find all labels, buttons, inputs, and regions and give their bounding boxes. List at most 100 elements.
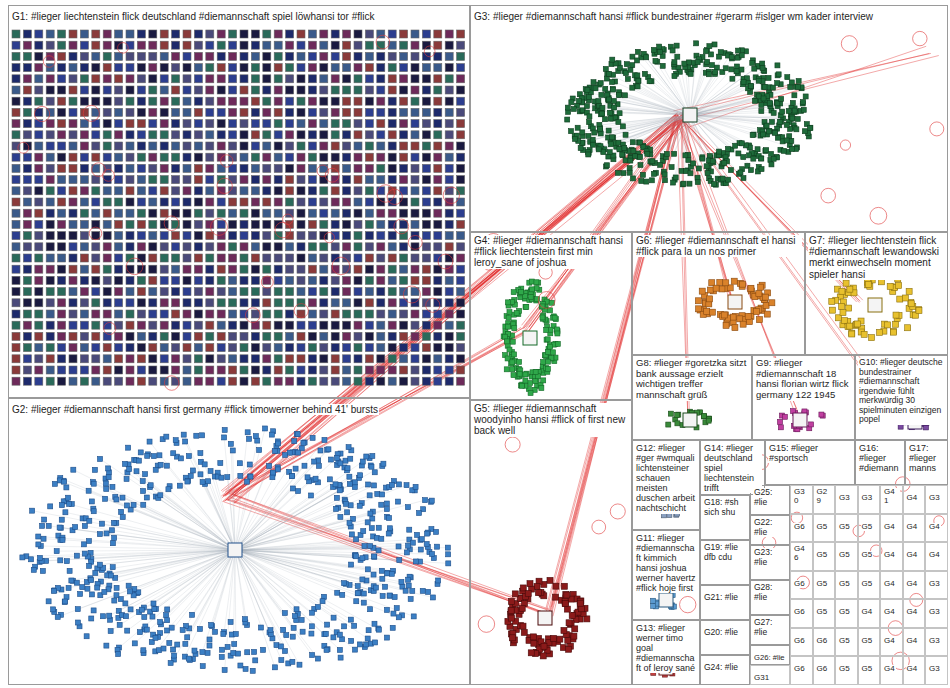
vertex-icon	[137, 64, 145, 72]
vertex-icon	[331, 332, 339, 340]
vertex-icon	[12, 153, 20, 161]
edge-line	[235, 550, 299, 665]
vertex-icon	[434, 243, 442, 251]
vertex-icon	[229, 142, 237, 150]
vertex-icon	[86, 539, 91, 544]
vertex-icon	[320, 299, 328, 307]
vertex-icon	[35, 321, 43, 329]
vertex-icon	[263, 355, 271, 363]
vertex-icon	[35, 209, 43, 217]
vertex-icon	[229, 243, 237, 251]
vertex-icon	[365, 75, 373, 83]
vertex-icon	[137, 220, 145, 228]
vertex-icon	[365, 366, 373, 374]
vertex-icon	[206, 344, 214, 352]
vertex-icon	[320, 344, 328, 352]
vertex-icon	[137, 187, 145, 195]
vertex-icon	[115, 209, 123, 217]
vertex-icon	[126, 288, 134, 296]
vertex-icon	[229, 52, 237, 60]
vertex-icon	[103, 52, 111, 60]
vertex-icon	[58, 377, 66, 385]
vertex-icon	[310, 435, 315, 440]
edge-line	[688, 46, 927, 127]
vertex-icon	[240, 254, 248, 262]
vertex-icon	[354, 198, 362, 206]
vertex-icon	[221, 632, 226, 637]
vertex-icon	[251, 30, 259, 38]
vertex-icon	[445, 366, 453, 374]
vertex-icon	[343, 41, 351, 49]
vertex-icon	[320, 41, 328, 49]
vertex-icon	[422, 254, 430, 262]
edge-line	[235, 485, 407, 550]
vertex-icon	[394, 606, 399, 611]
vertex-icon	[365, 299, 373, 307]
vertex-icon	[183, 321, 191, 329]
vertex-icon	[365, 332, 373, 340]
vertex-icon	[250, 668, 255, 673]
vertex-icon	[69, 332, 77, 340]
vertex-icon	[114, 585, 119, 590]
vertex-icon	[206, 332, 214, 340]
vertex-icon	[115, 332, 123, 340]
vertex-icon	[126, 209, 134, 217]
vertex-icon	[274, 187, 282, 195]
vertex-icon	[354, 153, 362, 161]
vertex-icon	[251, 120, 259, 128]
edge-line	[235, 465, 371, 550]
vertex-icon	[205, 650, 210, 655]
vertex-icon	[308, 86, 316, 94]
edge-line	[235, 550, 433, 597]
self-loop	[377, 185, 395, 203]
vertex-icon	[331, 344, 339, 352]
vertex-icon	[172, 75, 180, 83]
vertex-icon	[58, 142, 66, 150]
vertex-icon	[35, 355, 43, 363]
vertex-icon	[286, 366, 294, 374]
self-loop	[394, 219, 409, 234]
vertex-icon	[80, 86, 88, 94]
vertex-icon	[98, 456, 103, 461]
vertex-icon	[126, 153, 134, 161]
edge-line	[114, 550, 235, 601]
vertex-icon	[229, 64, 237, 72]
vertex-icon	[354, 377, 362, 385]
vertex-icon	[263, 299, 271, 307]
vertex-icon	[365, 321, 373, 329]
edge-line	[94, 484, 235, 550]
vertex-icon	[457, 243, 465, 251]
edge-line	[235, 522, 368, 550]
vertex-icon	[457, 52, 465, 60]
vertex-icon	[149, 243, 157, 251]
vertex-icon	[297, 30, 305, 38]
vertex-icon	[251, 288, 259, 296]
vertex-icon	[320, 377, 328, 385]
edge-line	[630, 115, 690, 173]
vertex-icon	[217, 52, 225, 60]
vertex-icon	[137, 209, 145, 217]
vertex-icon	[434, 232, 442, 240]
vertex-icon	[331, 41, 339, 49]
vertex-icon	[240, 120, 248, 128]
vertex-icon	[228, 441, 233, 446]
vertex-icon	[274, 75, 282, 83]
vertex-icon	[194, 265, 202, 273]
vertex-icon	[172, 164, 180, 172]
vertex-icon	[400, 332, 408, 340]
vertex-icon	[388, 265, 396, 273]
self-loop	[294, 304, 308, 318]
vertex-icon	[377, 187, 385, 195]
vertex-icon	[115, 187, 123, 195]
vertex-icon	[91, 608, 96, 613]
edge-line	[222, 112, 686, 502]
vertex-icon	[149, 366, 157, 374]
vertex-icon	[23, 198, 31, 206]
vertex-icon	[354, 142, 362, 150]
vertex-icon	[388, 243, 396, 251]
edge-line	[73, 470, 235, 550]
vertex-icon	[251, 108, 259, 116]
vertex-icon	[160, 164, 168, 172]
vertex-icon	[331, 30, 339, 38]
vertex-icon	[377, 276, 385, 284]
